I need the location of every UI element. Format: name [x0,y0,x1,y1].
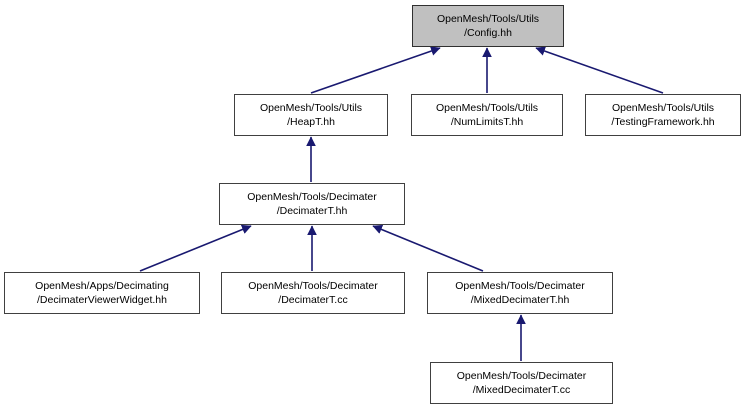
node-testingframework[interactable]: OpenMesh/Tools/Utils /TestingFramework.h… [585,94,741,136]
node-config[interactable]: OpenMesh/Tools/Utils /Config.hh [412,5,564,47]
node-decimatert-hh[interactable]: OpenMesh/Tools/Decimater /DecimaterT.hh [219,183,405,225]
node-config-line2: /Config.hh [464,27,512,39]
edge-viewerwidget-to-decimatert_hh [139,224,252,272]
node-heapt-line2: /HeapT.hh [287,116,335,128]
edge-heapt-to-config [310,46,441,94]
node-mixeddecimatert-cc[interactable]: OpenMesh/Tools/Decimater /MixedDecimater… [430,362,613,404]
node-mixeddecimatert-hh-line2: /MixedDecimaterT.hh [470,294,570,306]
node-heapt[interactable]: OpenMesh/Tools/Utils /HeapT.hh [234,94,388,136]
node-config-line1: OpenMesh/Tools/Utils [436,13,540,25]
node-mixeddecimatert-hh[interactable]: OpenMesh/Tools/Decimater /MixedDecimater… [427,272,613,314]
node-testingframework-line2: /TestingFramework.hh [611,116,715,128]
node-decimaterviewerwidget-line1: OpenMesh/Apps/Decimating [35,280,169,292]
node-mixeddecimatert-cc-line1: OpenMesh/Tools/Decimater [456,370,587,382]
node-decimatert-cc[interactable]: OpenMesh/Tools/Decimater /DecimaterT.cc [221,272,405,314]
node-decimatert-cc-line1: OpenMesh/Tools/Decimater [248,280,378,292]
node-decimaterviewerwidget-line2: /DecimaterViewerWidget.hh [37,294,167,306]
node-numlimitst-line1: OpenMesh/Tools/Utils [435,102,539,114]
node-decimatert-hh-line2: /DecimaterT.hh [276,205,348,217]
node-heapt-line1: OpenMesh/Tools/Utils [259,102,363,114]
edge-mixed_hh-to-decimatert_hh [372,224,484,272]
edge-testing-to-config [535,46,664,94]
node-mixeddecimatert-cc-line2: /MixedDecimaterT.cc [472,384,571,396]
node-decimatert-cc-line2: /DecimaterT.cc [278,294,348,306]
node-decimaterviewerwidget[interactable]: OpenMesh/Apps/Decimating /DecimaterViewe… [4,272,200,314]
node-numlimitst[interactable]: OpenMesh/Tools/Utils /NumLimitsT.hh [411,94,563,136]
node-testingframework-line1: OpenMesh/Tools/Utils [611,102,715,114]
node-mixeddecimatert-hh-line1: OpenMesh/Tools/Decimater [455,280,585,292]
node-decimatert-hh-line1: OpenMesh/Tools/Decimater [247,191,377,203]
node-numlimitst-line2: /NumLimitsT.hh [450,116,524,128]
